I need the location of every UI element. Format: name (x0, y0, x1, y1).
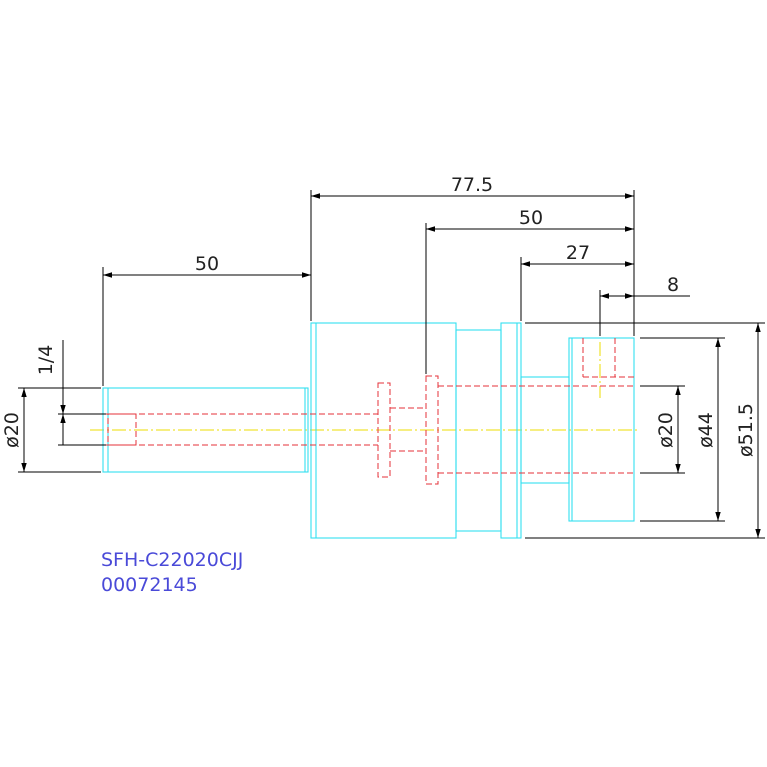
dim-text-d3: 27 (566, 242, 590, 264)
dim-text-d4: 8 (667, 274, 679, 296)
part-outline (102, 322, 635, 539)
dim-text-d2: 50 (519, 207, 543, 229)
head-outline (568, 337, 635, 522)
dim-text-d10: ø51.5 (735, 403, 757, 457)
dim-text-d6: 1/4 (35, 345, 57, 376)
extension-lines (18, 190, 765, 539)
thread-end-hidden (107, 413, 137, 446)
dim-text-d9: ø44 (695, 412, 717, 448)
tslot-1-hidden (377, 382, 391, 478)
tslot-2-hidden (425, 375, 439, 485)
dimension-lines (21, 193, 761, 538)
dim-text-d5: 50 (195, 253, 219, 275)
shank-outline (102, 387, 309, 473)
part-number-label: SFH-C22020CJJ (101, 549, 243, 571)
dim-text-d1: 77.5 (451, 174, 493, 196)
dim-text-d7: ø20 (1, 412, 23, 448)
hidden-features (103, 338, 634, 485)
dim-text-d8: ø20 (655, 412, 677, 448)
part-code-label: 00072145 (101, 574, 198, 596)
